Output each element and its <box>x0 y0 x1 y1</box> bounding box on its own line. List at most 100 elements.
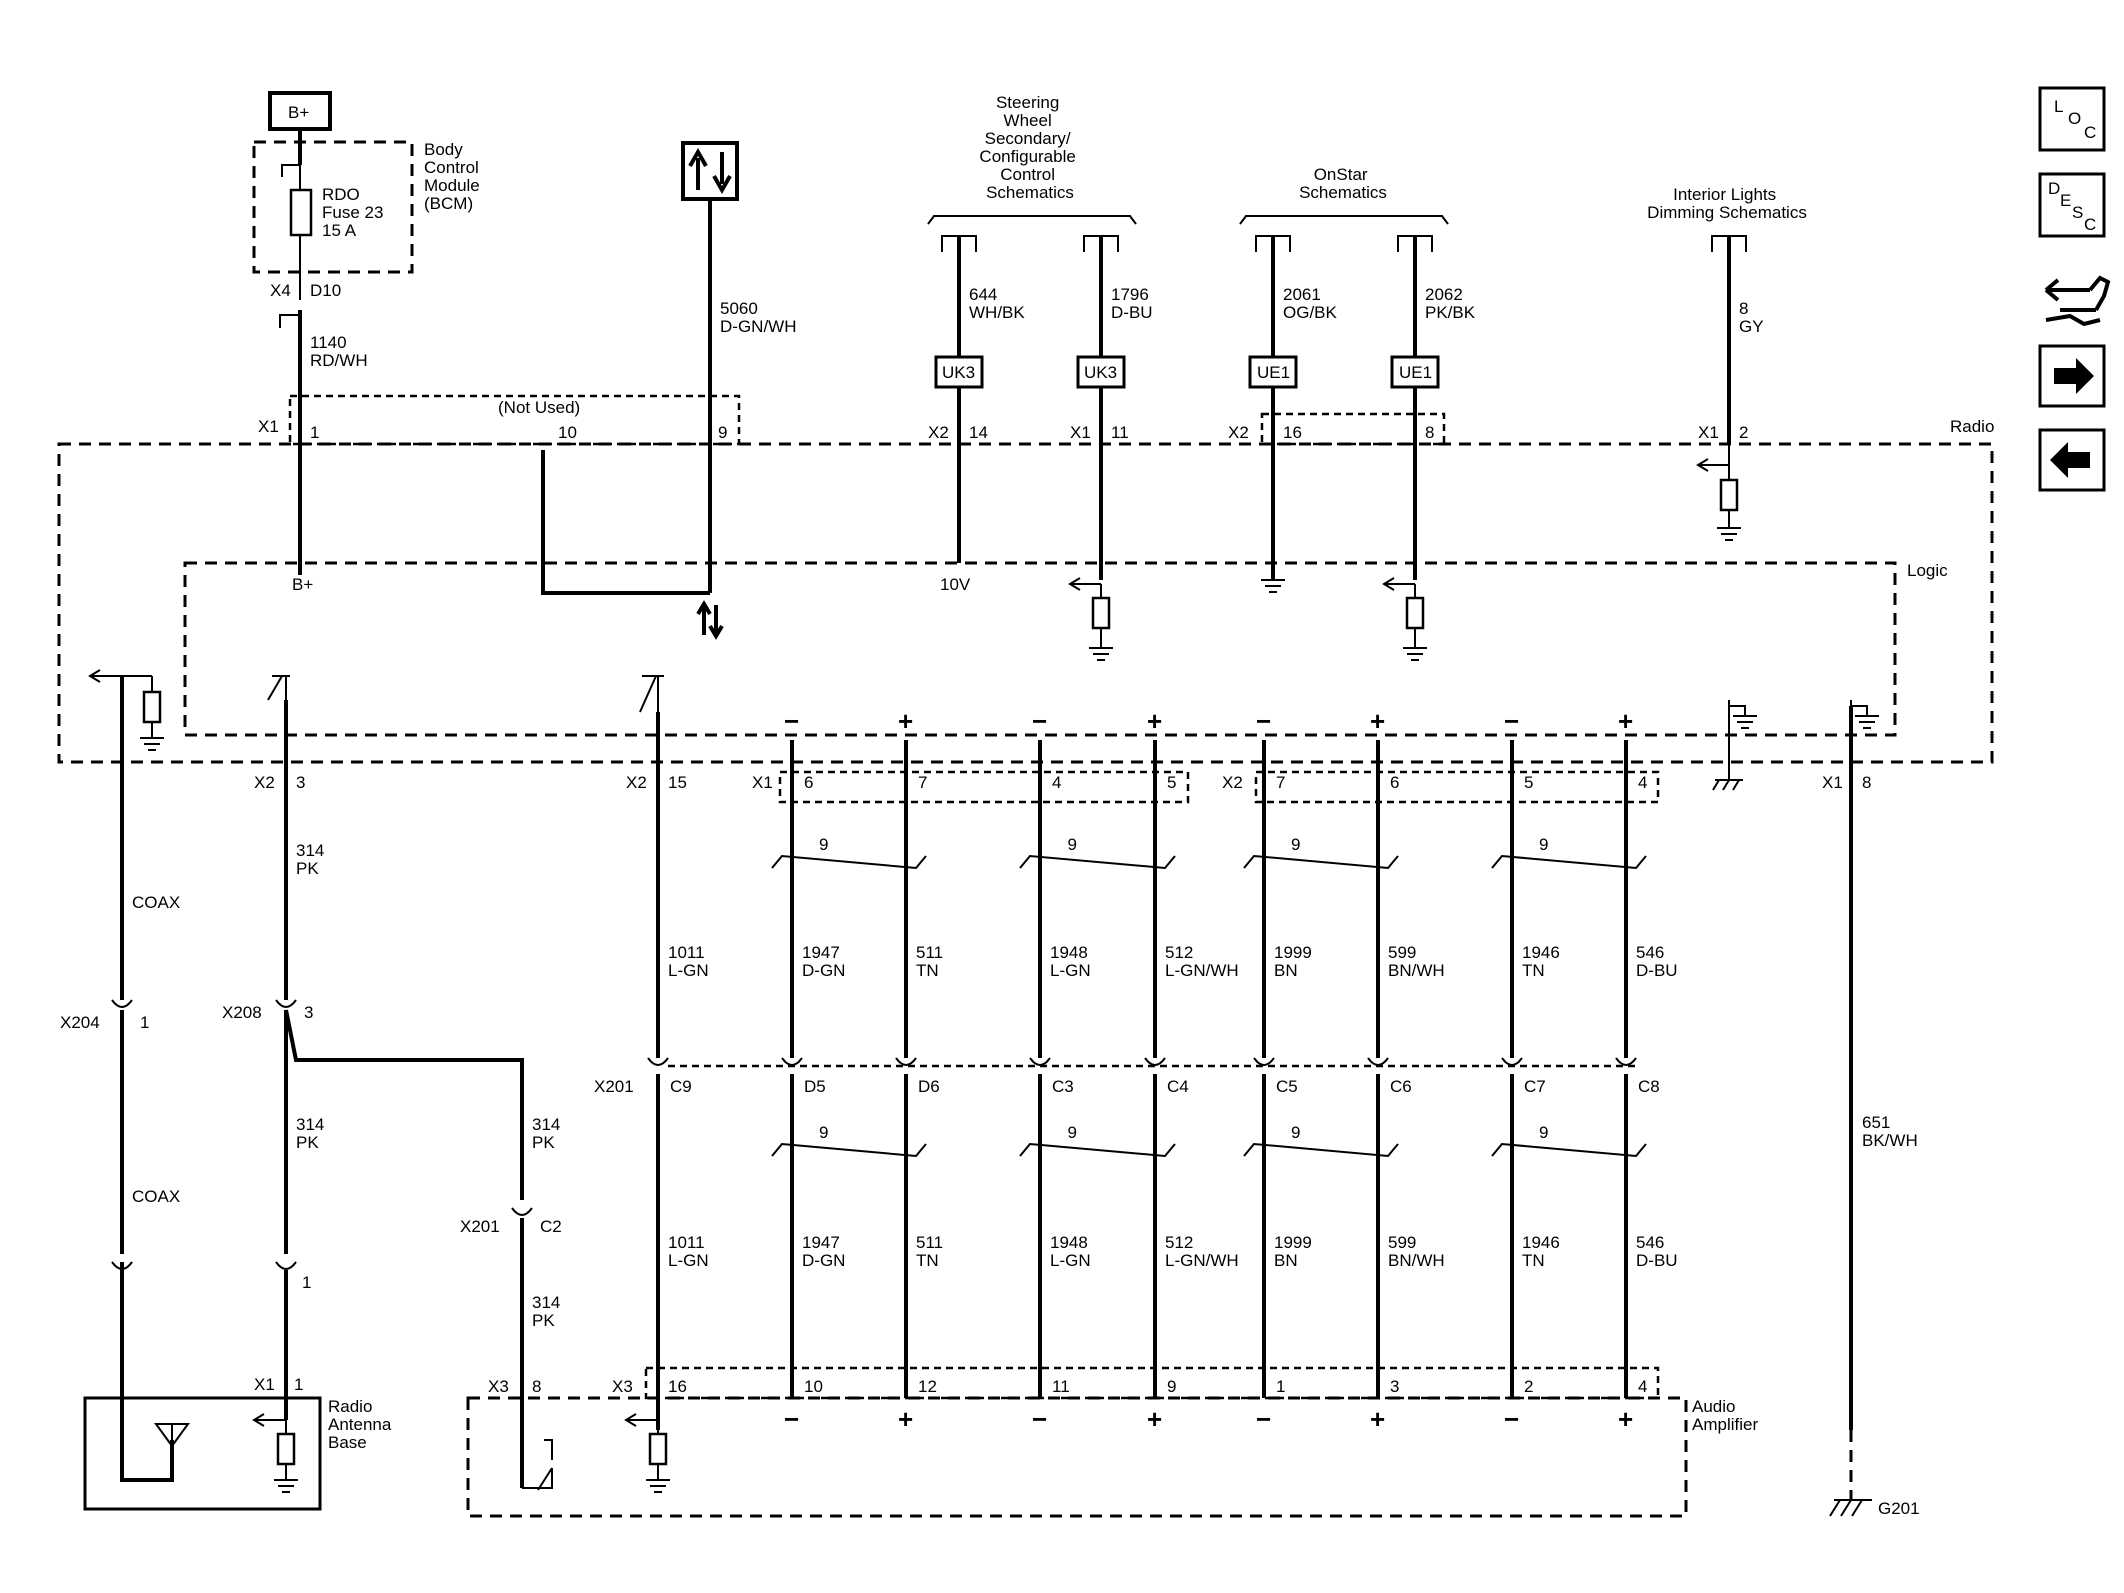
twisted-pair-mark-1-0 <box>771 1142 927 1158</box>
x204-pin-1: 1 <box>140 1013 149 1032</box>
g201-label: G201 <box>1878 1499 1920 1518</box>
antenna-pin-1: 1 <box>302 1273 311 1292</box>
radio-x2-label-3: X2 <box>254 773 275 792</box>
polarity-amp-1947: − <box>784 1404 799 1434</box>
logic-serial-arrows <box>696 600 724 640</box>
twisted-pair-mark-1-3 <box>1491 1142 1647 1158</box>
radio-x2-pin-15: 15 <box>668 773 687 792</box>
logic-ground-651 <box>1850 700 1879 729</box>
inline-pin-511: D6 <box>918 1077 940 1096</box>
twisted-pair-count-1-3: 9 <box>1539 1123 1548 1142</box>
ue1-badge-2 <box>1390 355 1440 389</box>
b-plus-box <box>268 91 332 131</box>
coax-antenna-terminal <box>111 1261 133 1270</box>
ue1-badge-1-label: UE1 <box>1257 363 1290 382</box>
twisted-pair-count-1-2: 9 <box>1291 1123 1300 1142</box>
x201-c2-terminal <box>511 1207 533 1216</box>
desc-letter-c: C <box>2084 215 2096 234</box>
radio-pin-512: 5 <box>1167 773 1176 792</box>
radio-x2-label-16: X2 <box>1228 423 1249 442</box>
polarity-amp-599: + <box>1370 1404 1385 1434</box>
antenna-internal-resistor <box>252 1413 298 1493</box>
radio-x2-pin-8: 8 <box>1425 423 1434 442</box>
radio-x1-pin-2: 2 <box>1739 423 1748 442</box>
uk3-badge-2-label: UK3 <box>1084 363 1117 382</box>
connector-end-view-icon[interactable] <box>2044 275 2111 327</box>
radio-x2-speaker-connector <box>1254 770 1660 804</box>
twisted-pair-count-1-0: 9 <box>819 1123 828 1142</box>
inline-pin-1946: C7 <box>1524 1077 1546 1096</box>
ue1-badge-2-label: UE1 <box>1399 363 1432 382</box>
inline-terminal-1946 <box>1501 1057 1523 1066</box>
twisted-pair-count-0-2: 9 <box>1291 835 1300 854</box>
radio-x2-pin-3: 3 <box>296 773 305 792</box>
radio-x2-3-switch <box>267 675 290 701</box>
x204-terminal <box>111 999 133 1008</box>
antenna-icon <box>154 1423 190 1480</box>
x201-c2-label: X201 <box>460 1217 500 1236</box>
amp-x3-connector <box>644 1366 1660 1400</box>
radio-x1-pin-10: 10 <box>558 423 577 442</box>
coax-to-antenna <box>120 1262 174 1482</box>
radio-antenna-base-outline <box>83 1396 322 1511</box>
radio-x1-speaker-connector <box>778 770 1190 804</box>
steering-bracket <box>927 215 1137 225</box>
amp-pin-511: 12 <box>918 1377 937 1396</box>
next-page-icon[interactable] <box>2038 344 2106 408</box>
previous-page-icon[interactable] <box>2038 428 2106 492</box>
amp-pin-1947: 10 <box>804 1377 823 1396</box>
radio-x2-15-switch <box>639 675 664 713</box>
antenna-314-terminal <box>275 1261 297 1270</box>
radio-pin-1946: 5 <box>1524 773 1533 792</box>
inline-terminal-1999 <box>1253 1057 1275 1066</box>
amp-pin-546: 4 <box>1638 1377 1647 1396</box>
onstar-ref-label: OnStar Schematics <box>1299 165 1387 202</box>
wire-5060-label: 5060 D-GN/WH <box>720 299 796 336</box>
polarity-logic-1999: − <box>1256 706 1271 736</box>
logic-label: Logic <box>1907 561 1948 580</box>
amp-pin-1948: 11 <box>1052 1377 1070 1396</box>
desc-letter-s: S <box>2072 203 2083 222</box>
x204-label: X204 <box>60 1013 100 1032</box>
description-icon[interactable]: D E S C <box>2038 172 2106 238</box>
radio-x1-pin-8: 8 <box>1862 773 1871 792</box>
inline-terminal-1948 <box>1029 1057 1051 1066</box>
radio-x1-pin-9: 9 <box>718 423 727 442</box>
b-plus-box-label: B+ <box>288 103 309 122</box>
radio-pin-511: 7 <box>918 773 927 792</box>
amp-internal-resistor <box>624 1413 670 1493</box>
polarity-logic-599: + <box>1370 706 1385 736</box>
radio-x1-pin-11: 11 <box>1111 423 1129 442</box>
twisted-pair-count-0-3: 9 <box>1539 835 1548 854</box>
polarity-amp-1946: − <box>1504 1404 1519 1434</box>
amp-pin-512: 9 <box>1167 1377 1176 1396</box>
radio-x2-pin-14: 14 <box>969 423 988 442</box>
polarity-amp-512: + <box>1147 1404 1162 1434</box>
location-icon[interactable]: L O C <box>2038 86 2106 152</box>
coax-label-upper: COAX <box>132 893 180 912</box>
twisted-pair-count-0-0: 9 <box>819 835 828 854</box>
polarity-logic-546: + <box>1618 706 1633 736</box>
not-used-jumper <box>541 450 710 595</box>
x208-terminal <box>275 999 297 1008</box>
logic-b-plus-label: B+ <box>292 575 313 594</box>
inline-terminal-511 <box>895 1057 917 1066</box>
fuse-symbol <box>289 188 313 237</box>
bcm-label: Body Control Module (BCM) <box>424 140 485 213</box>
twisted-pair-mark-1-1 <box>1019 1142 1176 1158</box>
bcm-pin-terminal <box>279 314 298 328</box>
